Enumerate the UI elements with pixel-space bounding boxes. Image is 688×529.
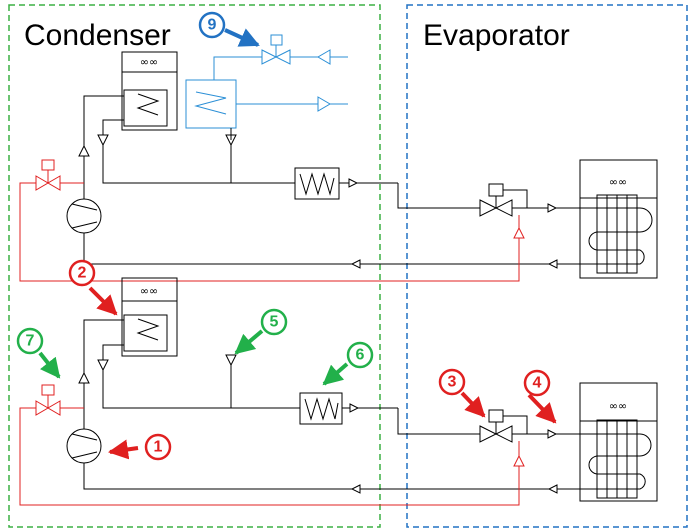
marker-4: 4 (523, 369, 551, 397)
arrow-6 (322, 362, 349, 386)
upper-hot-gas-bypass (19, 159, 525, 282)
upper-circuit (66, 51, 658, 279)
arrow-9 (224, 28, 260, 47)
marker-1: 1 (144, 433, 172, 461)
callout-arrows (38, 28, 557, 460)
lower-hot-gas-bypass (19, 384, 525, 506)
arrow-4 (527, 393, 557, 424)
marker-7: 7 (16, 327, 44, 355)
arrow-3 (460, 391, 486, 418)
lower-filter-drier (299, 392, 343, 425)
upper-evaporator-fan-icon: ∞∞ (609, 176, 627, 189)
lower-evaporator (579, 382, 658, 502)
lower-condenser-coil (123, 314, 168, 352)
upper-condenser-coil (123, 89, 168, 127)
evaporator-region (406, 4, 688, 528)
lower-condenser-fan-icon: ∞∞ (140, 285, 158, 298)
marker-9: 9 (198, 11, 226, 39)
marker-1-number: 1 (154, 439, 163, 456)
condenser-region (8, 4, 381, 528)
upper-condenser-fan-box (121, 51, 178, 131)
lower-circuit (66, 277, 658, 502)
lower-evaporator-fan-icon: ∞∞ (609, 400, 627, 413)
condenser-label: Condenser (24, 19, 171, 52)
marker-2-number: 2 (78, 265, 87, 282)
upper-evaporator (579, 159, 658, 279)
water-cooled-condenser (185, 34, 348, 140)
marker-3: 3 (438, 368, 466, 396)
marker-6-number: 6 (356, 347, 365, 364)
arrow-2 (88, 286, 118, 316)
marker-5: 5 (260, 308, 288, 336)
upper-condenser-fan-icon: ∞∞ (140, 56, 158, 69)
lower-condenser-fan-box (121, 277, 178, 357)
marker-2: 2 (68, 259, 96, 287)
arrow-5 (234, 329, 264, 355)
marker-6: 6 (346, 341, 374, 369)
marker-7-number: 7 (26, 333, 35, 350)
marker-3-number: 3 (448, 374, 457, 391)
arrow-7 (38, 351, 61, 379)
evaporator-label: Evaporator (423, 19, 570, 52)
marker-5-number: 5 (270, 314, 279, 331)
marker-9-number: 9 (208, 17, 217, 34)
arrow-1 (108, 439, 139, 460)
marker-4-number: 4 (533, 375, 542, 392)
